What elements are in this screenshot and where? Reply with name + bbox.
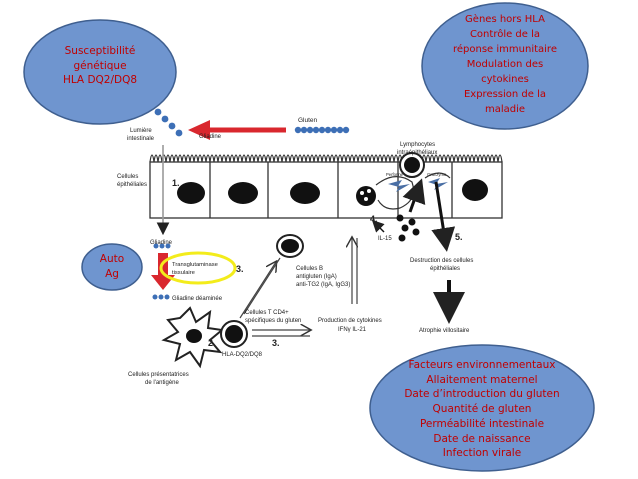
non-hla-line: Expression de la [463, 89, 547, 100]
deamidated-beads [152, 294, 170, 300]
step5-label: 5. [455, 232, 463, 242]
b-cell-label-3: anti-TG2 (IgA, IgG3) [296, 282, 350, 288]
environmental-line: Infection virale [442, 447, 522, 460]
susceptibility-line: génétique [73, 59, 127, 72]
gliadin-beads [154, 108, 183, 137]
il15-arrow [402, 178, 426, 213]
step3b-label: 3. [272, 338, 280, 348]
non-hla-line: Modulation des [466, 59, 544, 70]
susceptibility-text: Susceptibilité génétique HLA DQ2/DQ8 [34, 44, 166, 88]
step4-label: 4. [370, 214, 378, 224]
auto-ag-text: Auto Ag [86, 252, 138, 282]
environmental-line: Facteurs environnementaux [408, 359, 556, 371]
non-hla-genes-text: Gènes hors HLA Contrôle de la réponse im… [430, 12, 580, 117]
non-hla-genes-ellipse [421, 2, 589, 130]
b-cell-nucleus [281, 239, 299, 253]
transglutaminase-label-1: Transglutaminase [172, 262, 218, 268]
auto-ag-ellipse [81, 243, 143, 291]
susceptibility-line: Susceptibilité [64, 45, 136, 57]
environmental-line: Quantité de gluten [432, 403, 532, 416]
destruction-label-2: épithéliales [430, 266, 460, 272]
gliadin-mid-beads [153, 243, 171, 249]
susceptibility-ellipse [23, 19, 177, 125]
transglutaminase-label-2: tissulaire [172, 270, 195, 276]
perforine-label: Perforine [386, 172, 404, 177]
hla-label: HLA-DQ2/DQ8 [222, 352, 263, 358]
gluten-beads [294, 126, 350, 134]
t-cell-label-1: Cellules T CD4+ [245, 310, 289, 316]
apc-nucleus [186, 329, 202, 343]
lymphocytes-label-1: Lymphocytes [400, 142, 435, 148]
gluten-label: Gluten [298, 117, 318, 124]
apc-label-1: Cellules présentatrices [128, 372, 189, 378]
susceptibility-line: HLA DQ2/DQ8 [62, 74, 138, 86]
villi-brush-border [149, 154, 503, 163]
lymphocyte-down-arrow [431, 181, 456, 252]
gluten-red-arrowhead [188, 120, 210, 140]
t-cell-label-2: spécifiques du gluten [245, 318, 301, 324]
non-hla-line: Gènes hors HLA [465, 14, 545, 25]
nucleus-dots [360, 189, 371, 201]
damaged-cell-outline-2 [424, 172, 451, 179]
lumen-label-2: intestinale [127, 136, 155, 142]
apc-label-2: de l'antigène [145, 380, 180, 386]
il15-label: IL-15 [378, 236, 392, 242]
epithelial-label-2: épithéliales [117, 182, 147, 188]
environmental-line: Allaitement maternel [426, 373, 538, 386]
intraepithelial-lymphocyte-nucleus [404, 157, 420, 173]
environmental-ellipse [369, 344, 595, 472]
auto-ag-line: Auto [99, 253, 125, 265]
transglutaminase-ring [159, 251, 237, 285]
non-hla-line: maladie [484, 104, 526, 115]
non-hla-line: Contrôle de la [469, 29, 541, 40]
step3-arrows [239, 238, 357, 337]
granzyme-label: Granzyme [427, 172, 447, 177]
gliadine-top-label: Gliadine [199, 134, 222, 140]
atrophy-label: Atrophie villositaire [419, 328, 470, 334]
non-hla-line: cytokines [481, 74, 529, 85]
deamidated-label: Gliadine déaminée [172, 296, 223, 302]
b-cell-label-2: antigluten (IgA) [296, 274, 337, 280]
epithelial-cell-row [149, 161, 503, 219]
cytokine-label-2: IFNγ IL-21 [338, 327, 367, 333]
cytokine-label-1: Production de cytokines [318, 318, 382, 324]
lumen-label-1: Lumière [130, 128, 152, 134]
epithelial-nuclei [177, 179, 488, 206]
step3a-label: 3. [236, 264, 244, 274]
environmental-line: Date de naissance [433, 432, 531, 445]
environmental-text: Facteurs environnementaux Allaitement ma… [392, 358, 572, 461]
environmental-line: Date d’introduction du gluten [404, 388, 560, 401]
destruction-label-1: Destruction des cellules [410, 258, 473, 264]
step2-label: 2. [208, 338, 216, 348]
perforin-bolt-icon [388, 178, 448, 192]
step1-label: 1. [172, 178, 180, 188]
auto-ag-line: Ag [105, 268, 119, 280]
non-hla-line: réponse immunitaire [453, 44, 557, 55]
il15-dots [396, 214, 420, 242]
lymphocytes-label-2: intraépithéliaux [397, 150, 437, 156]
epithelial-label-1: Cellules [117, 174, 138, 180]
environmental-line: Perméabilité intestinale [419, 417, 545, 430]
b-cell-label-1: Cellules B [296, 266, 323, 272]
il15-small-arrow [371, 219, 385, 233]
gliadine-mid-label: Gliadine [150, 240, 173, 246]
t-cell-nucleus [225, 325, 243, 343]
